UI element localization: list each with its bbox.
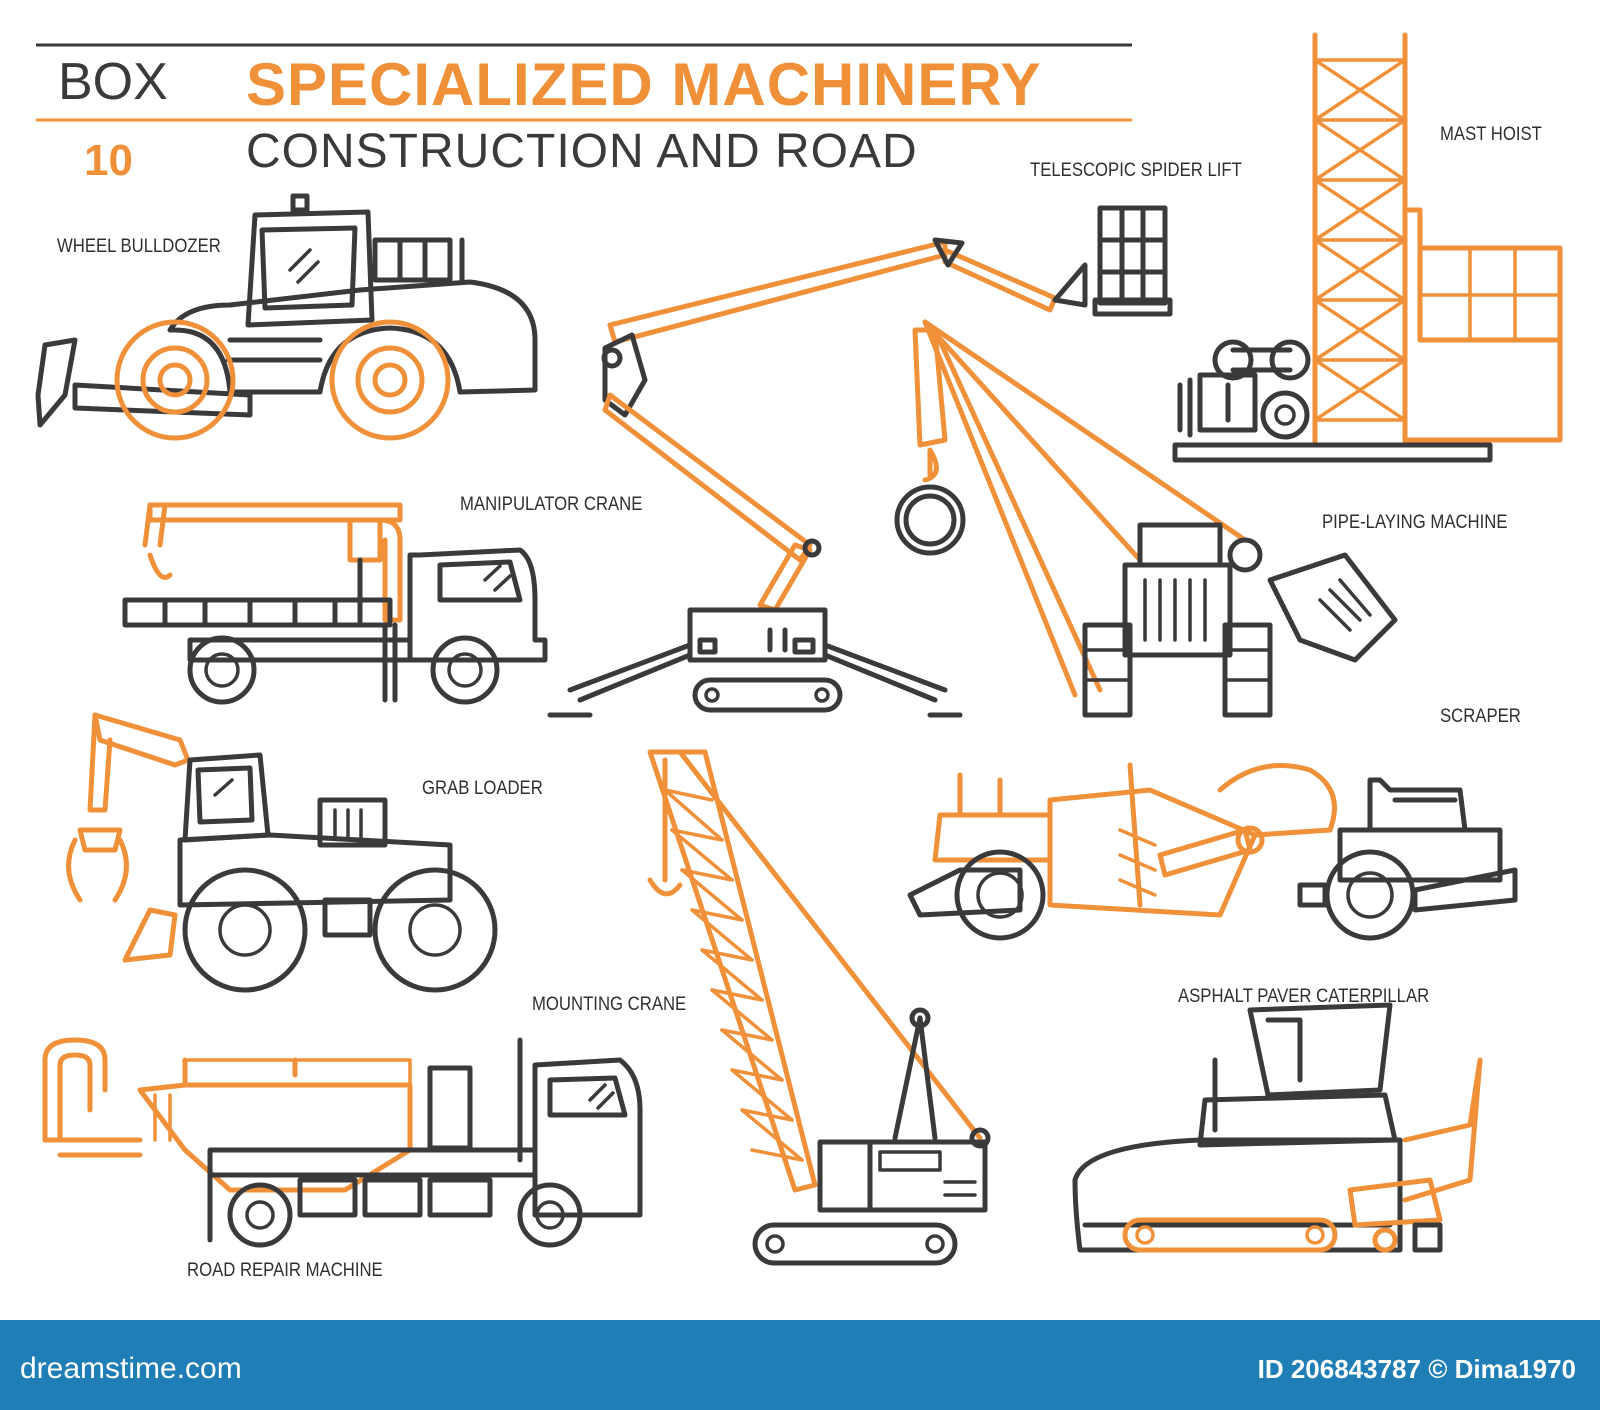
label-road-repair-machine: ROAD REPAIR MACHINE — [187, 1260, 383, 1281]
asphalt-paver-caterpillar-icon — [1072, 1002, 1483, 1253]
page-subtitle: CONSTRUCTION AND ROAD — [246, 125, 918, 178]
label-grab-loader: GRAB LOADER — [422, 778, 543, 799]
watermark-footer-band — [0, 1320, 1600, 1410]
grab-loader-icon — [66, 712, 498, 993]
label-asphalt-paver-caterpillar: ASPHALT PAVER CATERPILLAR — [1178, 986, 1430, 1007]
manipulator-crane-icon — [122, 502, 548, 705]
label-scraper: SCRAPER — [1440, 706, 1521, 727]
wheel-bulldozer-icon — [35, 193, 538, 441]
scraper-icon — [907, 762, 1518, 941]
road-repair-machine-icon — [42, 1037, 643, 1248]
pipe-laying-machine-icon — [894, 319, 1398, 718]
mast-hoist-icon — [1172, 32, 1563, 463]
box-number: 10 — [84, 136, 133, 185]
label-wheel-bulldozer: WHEEL BULLDOZER — [57, 236, 221, 257]
watermark-image-id: ID 206843787 © Dima1970 — [1257, 1354, 1576, 1384]
watermark-logo-text: dreamstime.com — [20, 1352, 242, 1385]
label-manipulator-crane: MANIPULATOR CRANE — [460, 494, 643, 515]
label-mast-hoist: MAST HOIST — [1440, 124, 1542, 145]
label-pipe-laying-machine: PIPE-LAYING MACHINE — [1322, 512, 1508, 533]
telescopic-spider-lift-icon — [547, 205, 1173, 718]
box-word: BOX — [58, 53, 168, 111]
page-title: SPECIALIZED MACHINERY — [246, 51, 1042, 118]
illustration-canvas — [35, 32, 1563, 1266]
mounting-crane-icon — [647, 749, 991, 1266]
label-telescopic-spider-lift: TELESCOPIC SPIDER LIFT — [1030, 160, 1242, 181]
label-mounting-crane: MOUNTING CRANE — [532, 994, 687, 1015]
